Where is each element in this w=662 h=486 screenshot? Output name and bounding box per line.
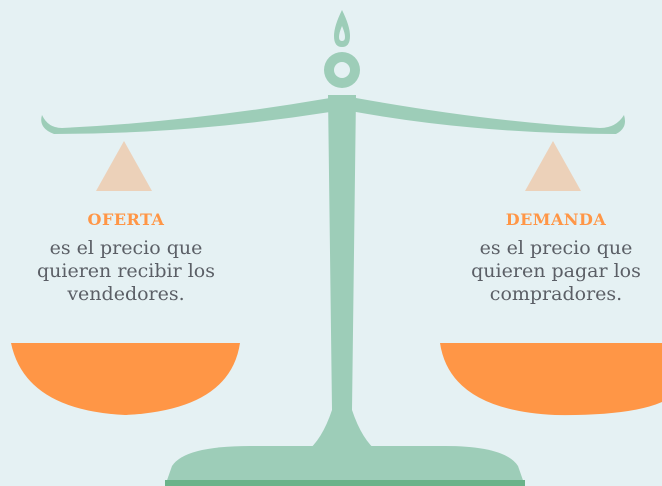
supply-title: OFERTA xyxy=(87,210,165,229)
right-weight-triangle xyxy=(525,141,581,191)
scale-beam xyxy=(41,98,625,134)
demand-description: es el precio que quieren pagar los compr… xyxy=(436,237,662,306)
right-pan xyxy=(440,343,662,416)
scale-base-stripe xyxy=(165,480,525,486)
supply-description: es el precio que quieren recibir los ven… xyxy=(6,237,246,306)
supply-line: vendedores. xyxy=(67,283,185,305)
demand-caption: DEMANDA es el precio que quieren pagar l… xyxy=(436,210,662,306)
left-weight-triangle xyxy=(96,141,152,191)
supply-line: es el precio que xyxy=(49,237,203,259)
demand-title: DEMANDA xyxy=(505,210,607,229)
supply-line: quieren recibir los xyxy=(37,260,215,282)
scale-base xyxy=(165,446,525,486)
demand-line: compradores. xyxy=(489,283,623,305)
supply-caption: OFERTA es el precio que quieren recibir … xyxy=(6,210,246,306)
scale-top-flame-inner xyxy=(339,26,345,41)
scale-pillar xyxy=(306,95,378,452)
demand-line: quieren pagar los xyxy=(471,260,641,282)
scale-top-ring-hole xyxy=(334,62,350,78)
left-pan xyxy=(11,343,240,415)
demand-line: es el precio que xyxy=(479,237,633,259)
